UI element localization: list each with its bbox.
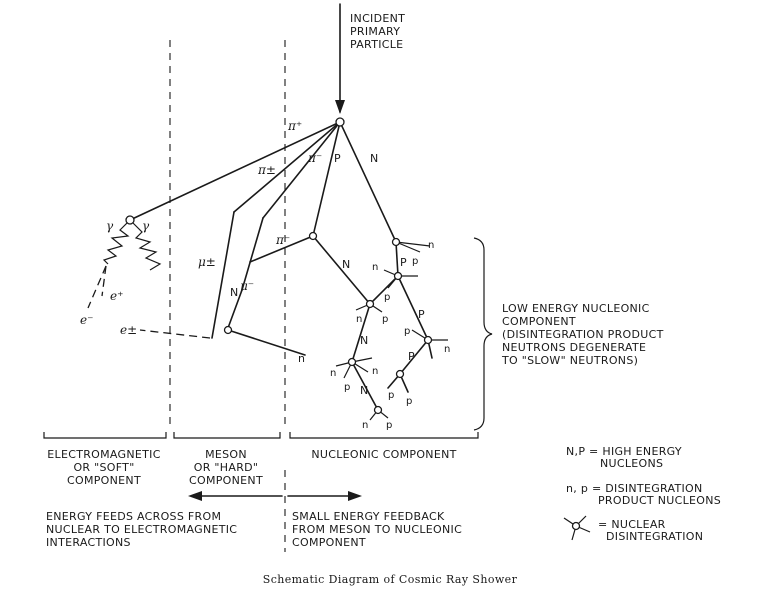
label-e-pm: e±: [120, 323, 137, 337]
label-P-1: P: [400, 256, 407, 269]
incident-label-3: PARTICLE: [350, 38, 403, 51]
label-pi-plus: π⁺: [287, 119, 302, 133]
vertex-4: [393, 271, 403, 281]
label-P-2: P: [418, 308, 425, 321]
muon-decay-vertex: [223, 325, 233, 335]
legend-high-energy-1: N,P = HIGH ENERGY: [566, 445, 682, 458]
nucleonic-cascade: [308, 117, 448, 421]
label-p-7: p: [406, 396, 413, 407]
label-n-5: n: [330, 368, 337, 379]
legend-nuclear-2: DISINTEGRATION: [606, 530, 703, 543]
em-bracket: [43, 432, 167, 439]
feed-arrow-right-head: [348, 491, 362, 501]
incident-label-2: PRIMARY: [350, 25, 400, 38]
vertex-6: [423, 335, 433, 345]
label-N-mid: N: [342, 258, 351, 271]
meson-component-line-1: MESON: [205, 448, 247, 461]
legend-disintegration-2: PRODUCT NUCLEONS: [598, 494, 721, 507]
label-n-7: n: [362, 420, 369, 431]
feed-right-line-2: FROM MESON TO NUCLEONIC: [292, 523, 462, 536]
label-p-5: p: [344, 382, 351, 393]
em-cascade: [87, 215, 211, 339]
feed-left-line-2: NUCLEAR TO ELECTROMAGNETIC: [46, 523, 237, 536]
incident-label-1: INCIDENT: [350, 12, 405, 25]
feed-right-line-3: COMPONENT: [292, 536, 366, 549]
label-p-1: p: [412, 256, 419, 267]
label-gamma-right: γ: [142, 219, 150, 233]
em-component-line-2: OR "SOFT": [73, 461, 134, 474]
vertex-9: [373, 405, 383, 415]
legend-high-energy-2: NUCLEONS: [600, 457, 663, 470]
label-gamma-left: γ: [106, 219, 114, 233]
legend-disintegration-1: n, p = DISINTEGRATION: [566, 482, 703, 495]
feed-left-line-1: ENERGY FEEDS ACROSS FROM: [46, 510, 221, 523]
label-P-3: P: [408, 350, 415, 363]
vertex-3: [391, 237, 401, 247]
label-pi-minus-top: π⁻: [307, 151, 322, 165]
label-N-top: N: [370, 152, 379, 165]
primary-tracks: [129, 121, 397, 339]
nucleonic-component-label: NUCLEONIC COMPONENT: [311, 448, 456, 461]
label-e-plus: e⁺: [110, 289, 123, 303]
label-n-4: n: [444, 344, 451, 355]
nucleonic-bracket: [289, 432, 479, 439]
label-p-4: p: [404, 326, 411, 337]
gamma-vertex: [125, 215, 135, 225]
label-mu-minus: μ⁻: [240, 279, 254, 293]
low-energy-bracket: [473, 237, 493, 431]
meson-component-line-2: OR "HARD": [194, 461, 259, 474]
vertex-8: [395, 369, 405, 379]
label-pi-pm: π±: [257, 163, 276, 177]
feed-right-line-1: SMALL ENERGY FEEDBACK: [292, 510, 445, 523]
label-e-minus: e⁻: [80, 313, 93, 327]
label-N-left: N: [230, 286, 239, 299]
label-pi-minus-mid: π⁻: [275, 233, 290, 247]
label-P-top: P: [334, 152, 341, 165]
gamma-zigzag-right: [131, 221, 162, 271]
label-p-2: p: [384, 292, 391, 303]
label-n-meson: n: [298, 352, 305, 365]
gamma-zigzag-left: [102, 221, 130, 265]
nuclear-disintegration-icon: [563, 515, 591, 541]
feed-arrow-left-head: [188, 491, 202, 501]
label-p-8: p: [386, 420, 393, 431]
feed-left-line-3: INTERACTIONS: [46, 536, 131, 549]
meson-tracks: [223, 235, 314, 356]
low-energy-line-5: TO "SLOW" NEUTRONS): [501, 354, 638, 367]
low-energy-line-1: LOW ENERGY NUCLEONIC: [502, 302, 650, 315]
legend-nuclear-1: = NUCLEAR: [598, 518, 666, 531]
meson-component-line-3: COMPONENT: [189, 474, 263, 487]
em-component-line-1: ELECTROMAGNETIC: [47, 448, 160, 461]
vertex-5: [365, 299, 375, 309]
label-N-bottom: N: [360, 384, 369, 397]
em-component-line-3: COMPONENT: [67, 474, 141, 487]
vertex-7: [347, 357, 357, 367]
label-p-6: p: [388, 390, 395, 401]
label-n-3: n: [356, 314, 363, 325]
incident-arrowhead: [335, 100, 345, 114]
vertex-2: [308, 231, 318, 241]
meson-bracket: [173, 432, 281, 439]
diagram-caption: Schematic Diagram of Cosmic Ray Shower: [263, 573, 518, 586]
label-n-6: n: [372, 366, 379, 377]
label-n-1: n: [428, 240, 435, 251]
label-mu-pm: μ±: [198, 255, 216, 269]
low-energy-line-4: NEUTRONS DEGENERATE: [502, 341, 646, 354]
label-n-2: n: [372, 262, 379, 273]
label-p-3: p: [382, 314, 389, 325]
low-energy-line-3: (DISINTEGRATION PRODUCT: [502, 328, 664, 341]
label-N-low: N: [360, 334, 369, 347]
primary-vertex: [335, 117, 345, 127]
low-energy-line-2: COMPONENT: [502, 315, 576, 328]
